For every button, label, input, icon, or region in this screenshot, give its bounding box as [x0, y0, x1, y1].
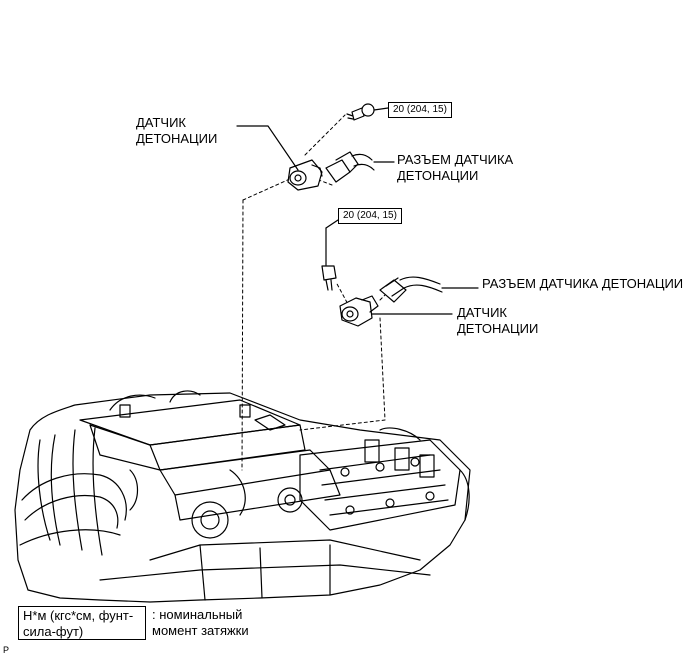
- knock-sensor-bottom-label: ДАТЧИК ДЕТОНАЦИИ: [457, 305, 539, 336]
- knock-sensor-top-label: ДАТЧИК ДЕТОНАЦИИ: [136, 115, 218, 146]
- assembly-lines: [241, 114, 391, 471]
- torque-spec-bottom: 20 (204, 15): [338, 208, 402, 224]
- leader-torque-top: [373, 107, 389, 111]
- knock-sensor-bottom: [339, 295, 379, 327]
- engine-block: [14, 390, 471, 603]
- legend-units-box: Н*м (кгс*см, фунт- сила-фут): [18, 606, 146, 640]
- figure-code: P: [3, 645, 10, 655]
- bolt-bottom: [321, 219, 339, 291]
- knock-sensor-top: [287, 159, 323, 191]
- connector-bottom-label: РАЗЪЕМ ДАТЧИКА ДЕТОНАЦИИ: [482, 276, 684, 291]
- leader-top-sensor: [236, 125, 299, 171]
- connector-top: [325, 151, 375, 183]
- bolt-top: [346, 103, 375, 121]
- torque-spec-top: 20 (204, 15): [388, 102, 452, 118]
- legend-description: : номинальный момент затяжки: [152, 607, 249, 638]
- connector-top-label: РАЗЪЕМ ДАТЧИКА ДЕТОНАЦИИ: [397, 152, 514, 183]
- connector-bottom: [379, 276, 443, 303]
